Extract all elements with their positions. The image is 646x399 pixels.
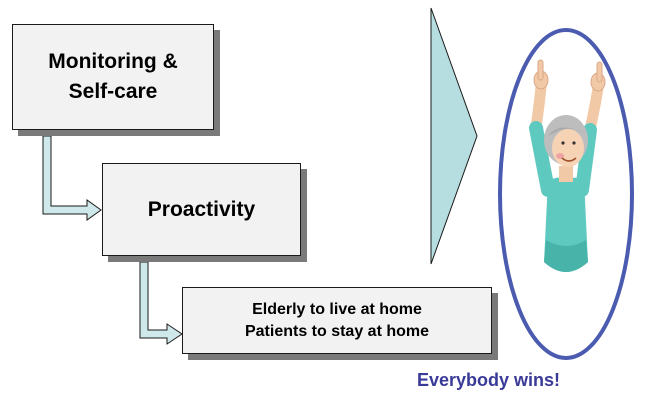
monitoring-self-care-box: Monitoring & Self-care <box>12 24 214 130</box>
proactivity-label: Proactivity <box>147 197 256 221</box>
outcome-line-2: Patients to stay at home <box>244 322 430 340</box>
connector-arrow-2 <box>139 261 183 345</box>
monitoring-line-1: Monitoring & <box>48 50 178 73</box>
pointer-triangle <box>430 7 478 265</box>
proactivity-box: Proactivity <box>102 163 301 256</box>
connector-arrow-1 <box>42 135 102 221</box>
outcome-box: Elderly to live at home Patients to stay… <box>182 287 492 354</box>
person-ellipse <box>498 28 634 360</box>
everybody-wins-caption: Everybody wins! <box>417 370 561 390</box>
monitoring-line-2: Self-care <box>68 80 158 103</box>
outcome-line-1: Elderly to live at home <box>252 300 422 318</box>
cheering-person-icon <box>529 59 606 272</box>
